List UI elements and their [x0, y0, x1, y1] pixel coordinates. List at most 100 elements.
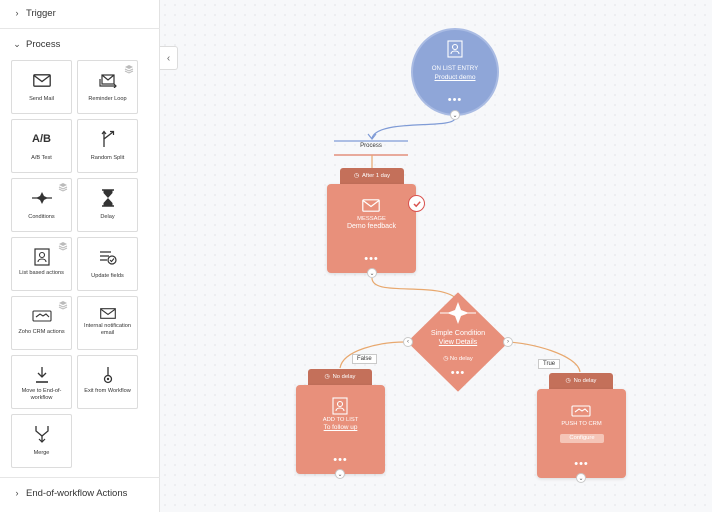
node-connector[interactable]: ⌄ [335, 469, 345, 479]
end-of-workflow-section-toggle[interactable]: › End-of-workflow Actions [0, 483, 160, 503]
condition-view-details-link[interactable]: View Details [438, 339, 478, 346]
stack-icon [58, 183, 68, 192]
merge-icon [31, 424, 53, 444]
node-connector[interactable]: ⌄ [367, 268, 377, 278]
clock-icon: ◷ [324, 374, 330, 380]
tile-label: Send Mail [29, 96, 54, 102]
delay-label: After 1 day [362, 173, 391, 179]
delay-tab[interactable]: ◷ After 1 day [340, 168, 404, 184]
hourglass-icon [97, 188, 119, 208]
trigger-section-toggle[interactable]: › Trigger [0, 3, 160, 23]
more-options-icon[interactable]: ••• [447, 94, 463, 106]
tile-random-split[interactable]: Random Split [77, 119, 138, 173]
tile-label: A/B Test [31, 155, 52, 161]
more-options-icon[interactable]: ••• [450, 367, 466, 379]
tile-label: List based actions [19, 270, 64, 276]
tile-label: Exit from Workflow [84, 388, 131, 394]
clock-icon: ◷ [443, 356, 450, 362]
trigger-node[interactable] [411, 28, 499, 116]
sidebar: › Trigger ⌄ Process Send Mail Reminder L… [0, 0, 160, 512]
crm-handshake-icon [31, 306, 53, 326]
tile-ab-test[interactable]: A/B A/B Test [11, 119, 72, 173]
node-connector[interactable]: ⌄ [576, 473, 586, 483]
push-to-crm-node[interactable] [537, 389, 626, 478]
process-section-toggle[interactable]: ⌄ Process [0, 34, 160, 54]
tile-internal-notification-email[interactable]: Internal notification email [77, 296, 138, 350]
trigger-list-link[interactable]: Product demo [434, 74, 476, 81]
tile-label: Reminder Loop [88, 96, 127, 102]
false-branch-tag: False [352, 354, 377, 364]
update-fields-icon [97, 247, 119, 267]
tile-label: Merge [33, 450, 50, 456]
node-connector[interactable]: ⌄ [450, 110, 460, 120]
tile-label: Conditions [28, 214, 55, 220]
tile-zoho-crm-actions[interactable]: Zoho CRM actions [11, 296, 72, 350]
message-node-subtitle: Demo feedback [346, 223, 397, 230]
true-branch-tag: True [538, 359, 561, 369]
tile-list-based-actions[interactable]: List based actions [11, 237, 72, 291]
add-to-list-link[interactable]: To follow up [323, 424, 358, 431]
chevron-down-icon: ⌄ [13, 38, 21, 49]
divider [0, 28, 160, 29]
push-to-crm-title: PUSH TO CRM [561, 421, 602, 427]
clock-icon: ◷ [353, 173, 359, 179]
notification-email-icon [97, 306, 119, 320]
delay-label: No delay [332, 374, 356, 380]
process-section-label: Process [26, 38, 61, 50]
tile-label: Zoho CRM actions [18, 329, 65, 335]
configure-button[interactable]: Configure [560, 434, 604, 443]
condition-delay: ◷ No delay [408, 356, 508, 362]
tile-merge[interactable]: Merge [11, 414, 72, 468]
check-status-icon[interactable] [408, 195, 425, 212]
crm-handshake-icon [571, 404, 591, 418]
delay-tab[interactable]: ◷ No delay [549, 373, 613, 389]
condition-node-title: Simple Condition [430, 328, 486, 337]
tile-label: Delay [100, 214, 115, 220]
add-to-list-node[interactable] [296, 385, 385, 474]
tile-label: Random Split [90, 155, 125, 161]
chevron-left-icon: ‹ [166, 52, 171, 64]
collapse-sidebar-button[interactable]: ‹ [160, 46, 178, 70]
tile-update-fields[interactable]: Update fields [77, 237, 138, 291]
delay-label: No delay [573, 378, 597, 384]
stack-icon [58, 242, 68, 251]
divider [0, 477, 160, 478]
trigger-section-label: Trigger [26, 7, 56, 19]
chevron-right-icon: › [15, 488, 19, 498]
list-actions-icon [31, 247, 53, 267]
reminder-loop-icon [97, 70, 119, 90]
clock-icon: ◷ [565, 378, 571, 384]
condition-delay-label: No delay [449, 356, 473, 362]
more-options-icon[interactable]: ••• [364, 253, 379, 265]
more-options-icon[interactable]: ••• [333, 454, 348, 466]
stack-icon [58, 301, 68, 310]
trigger-node-title: ON LIST ENTRY [431, 65, 479, 72]
message-node[interactable] [327, 184, 416, 273]
random-split-icon [97, 129, 119, 149]
exit-icon [97, 365, 119, 385]
tile-reminder-loop[interactable]: Reminder Loop [77, 60, 138, 114]
list-person-icon [332, 397, 348, 415]
tile-label: Update fields [91, 273, 124, 279]
delay-tab[interactable]: ◷ No delay [308, 369, 372, 385]
condition-false-connector[interactable]: ‹ [403, 337, 413, 347]
envelope-icon [31, 70, 53, 90]
envelope-icon [362, 199, 380, 213]
conditions-icon [31, 188, 53, 208]
tile-exit-from-workflow[interactable]: Exit from Workflow [77, 355, 138, 409]
move-to-end-icon [31, 365, 53, 385]
add-to-list-title: ADD TO LIST [322, 417, 359, 423]
condition-true-connector[interactable]: › [503, 337, 513, 347]
tile-delay[interactable]: Delay [77, 178, 138, 232]
person-list-icon [447, 40, 463, 58]
tile-conditions[interactable]: Conditions [11, 178, 72, 232]
ab-test-icon: A/B [32, 133, 51, 145]
end-of-workflow-section-label: End-of-workflow Actions [26, 487, 128, 499]
chevron-right-icon: › [15, 8, 19, 18]
tile-label: Move to End-of-workflow [21, 388, 62, 401]
more-options-icon[interactable]: ••• [574, 458, 589, 470]
message-node-title: MESSAGE [357, 216, 386, 222]
tile-send-mail[interactable]: Send Mail [11, 60, 72, 114]
tile-move-to-end-of-workflow[interactable]: Move to End-of-workflow [11, 355, 72, 409]
process-label: Process [360, 143, 382, 149]
